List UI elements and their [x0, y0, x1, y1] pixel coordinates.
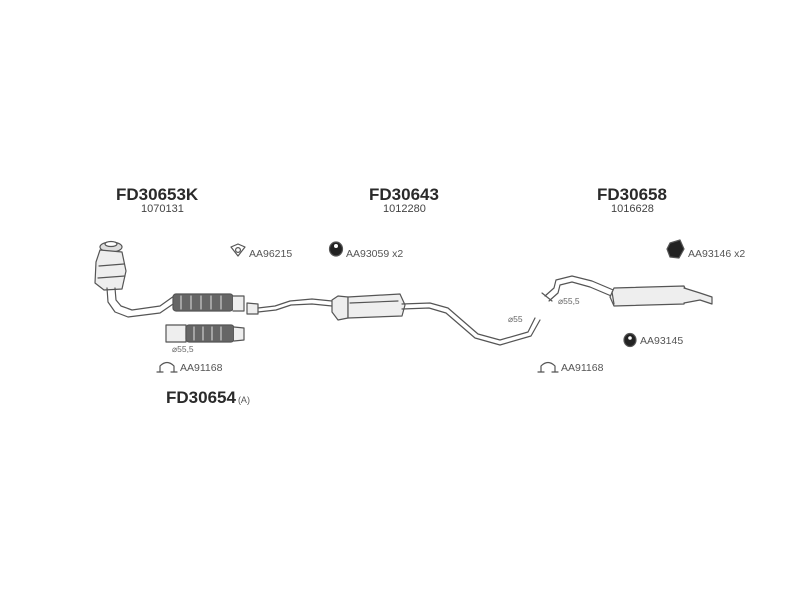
- part-ref-rear: 1016628: [611, 203, 654, 215]
- label-clamp-mid: AA91168: [561, 362, 604, 374]
- dimension-rear: ⌀55,5: [558, 296, 580, 306]
- rubber-mount-icon-mid: [328, 241, 344, 257]
- part-code-middle: FD30643: [369, 185, 439, 204]
- catalytic-converter: [94, 240, 245, 318]
- part-variant-front-pipe: (A): [237, 395, 250, 405]
- rubber-mount-icon-rear: [666, 239, 685, 259]
- part-ref-catalytic: 1070131: [141, 203, 184, 215]
- clamp-icon-mid: [537, 361, 559, 373]
- rear-silencer-assembly: [541, 275, 713, 307]
- clamp-icon-front: [156, 361, 178, 373]
- label-rubber-mid: AA93059 x2: [346, 248, 404, 260]
- gasket-icon: [230, 243, 246, 257]
- front-pipe-assembly: [165, 324, 245, 343]
- dimension-front-pipe: ⌀55,5: [172, 344, 194, 354]
- part-code-front-pipe-text: FD30654: [166, 388, 236, 407]
- label-clamp-front: AA91168: [180, 362, 223, 374]
- label-gasket-front: AA96215: [249, 248, 293, 260]
- rubber-mount-icon-rear-small: [623, 332, 637, 348]
- part-code-catalytic: FD30653K: [116, 185, 199, 204]
- part-code-rear: FD30658: [597, 185, 667, 204]
- label-rubber-rear-small: AA93145: [640, 335, 684, 347]
- part-ref-middle: 1012280: [383, 203, 426, 215]
- part-code-front-pipe: FD30654(A): [166, 388, 250, 408]
- middle-silencer-assembly: [246, 293, 541, 346]
- label-rubber-rear: AA93146 x2: [688, 248, 746, 260]
- dimension-middle: ⌀55: [508, 314, 523, 324]
